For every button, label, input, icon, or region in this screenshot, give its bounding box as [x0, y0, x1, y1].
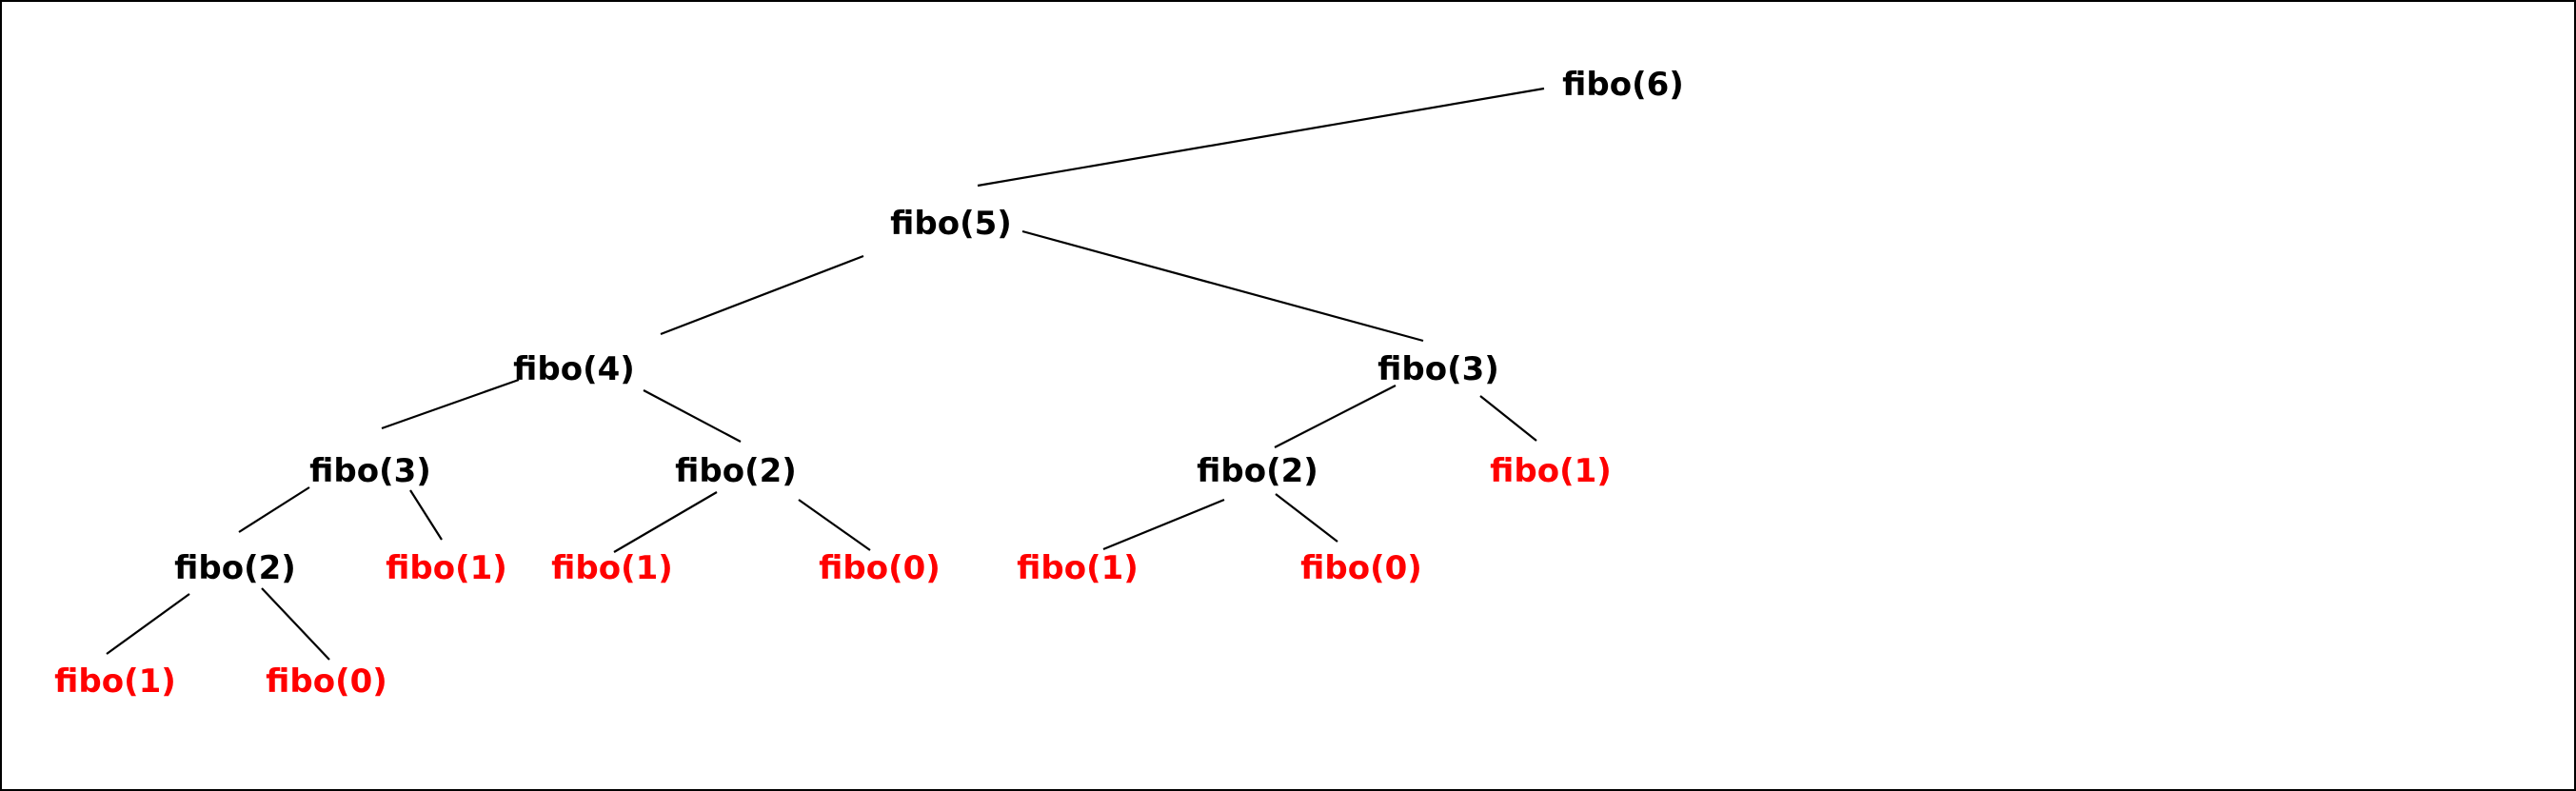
node-fibo-1-base-case: fibo(1)	[1017, 549, 1139, 587]
edge-fibo2-fibo0-bottom	[261, 587, 330, 661]
edge-fibo2-fibo0-right	[1275, 493, 1338, 543]
node-fibo-4: fibo(4)	[513, 350, 635, 388]
edge-fibo2-fibo0	[798, 499, 871, 551]
edge-fibo6-fibo5	[977, 87, 1545, 188]
node-fibo-1-base-case: fibo(1)	[386, 549, 507, 587]
edge-fibo2-fibo1-bottom	[106, 593, 190, 655]
edge-fibo2-fibo1-right	[1102, 498, 1225, 551]
edge-fibo5-fibo3	[1021, 229, 1424, 343]
node-fibo-1-base-case: fibo(1)	[54, 662, 176, 701]
node-fibo-3-left: fibo(3)	[309, 452, 431, 490]
node-fibo-1-base-case: fibo(1)	[551, 549, 673, 587]
node-fibo-2-middle: fibo(2)	[675, 452, 797, 490]
node-fibo-5: fibo(5)	[890, 205, 1012, 243]
node-fibo-0-base-case: fibo(0)	[266, 662, 387, 701]
node-fibo-2-right: fibo(2)	[1197, 452, 1318, 490]
edge-fibo5-fibo4	[660, 254, 864, 336]
edge-fibo4-fibo2	[643, 389, 742, 443]
node-fibo-1-base-case: fibo(1)	[1490, 452, 1612, 490]
edge-fibo3-fibo2-lower	[238, 486, 310, 533]
node-fibo-3-right: fibo(3)	[1377, 350, 1499, 388]
node-fibo-6: fibo(6)	[1562, 66, 1684, 104]
node-fibo-0-base-case: fibo(0)	[819, 549, 941, 587]
edge-fibo2-fibo1	[613, 491, 718, 553]
edge-fibo3-fibo2	[1274, 385, 1397, 448]
edge-fibo4-fibo3	[381, 378, 520, 430]
edge-fibo3-fibo1-lower	[409, 489, 443, 541]
node-fibo-0-base-case: fibo(0)	[1300, 549, 1422, 587]
edge-fibo3-fibo1	[1479, 395, 1537, 442]
node-fibo-2-left: fibo(2)	[174, 549, 296, 587]
